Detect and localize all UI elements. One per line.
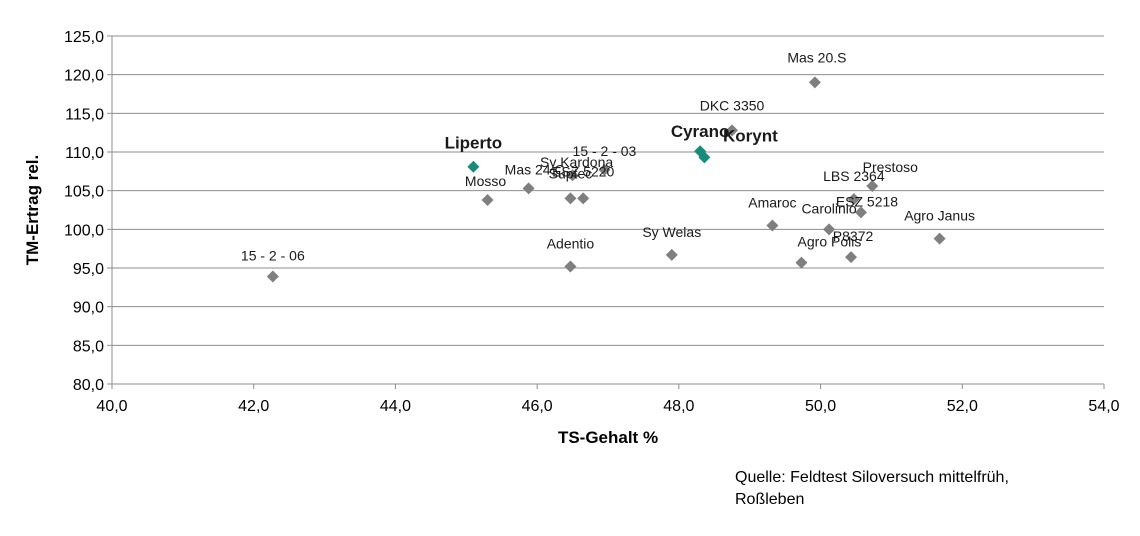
data-label: Amaroc	[748, 194, 796, 210]
data-point	[577, 192, 590, 205]
data-point	[766, 219, 779, 232]
axes	[107, 35, 1105, 389]
x-axis-title: TS-Gehalt %	[558, 428, 658, 447]
data-label: 15 - 2 - 06	[241, 248, 305, 264]
x-tick-label: 40,0	[96, 398, 127, 415]
data-point	[933, 232, 946, 245]
data-point	[854, 206, 867, 219]
x-tick-label: 50,0	[805, 398, 836, 415]
y-tick-label: 115,0	[65, 106, 104, 123]
data-point	[823, 223, 836, 236]
x-tick-label: 44,0	[380, 398, 411, 415]
data-point	[866, 180, 879, 193]
y-tick-label: 125,0	[64, 29, 104, 46]
data-label: Sy Welas	[642, 224, 701, 240]
data-points	[266, 76, 946, 283]
data-label: 15 - 2 - 03	[573, 143, 637, 159]
data-point	[845, 251, 858, 264]
y-tick-label: 85,0	[73, 338, 104, 355]
data-label: ESZ 5220	[552, 163, 614, 179]
x-tick-label: 52,0	[947, 398, 978, 415]
data-label: LBS 2364	[823, 168, 885, 184]
data-point	[266, 270, 279, 283]
data-label: Mas 20.S	[787, 49, 846, 65]
data-label: Korynt	[723, 126, 778, 145]
y-tick-label: 110,0	[65, 145, 104, 162]
data-point	[795, 256, 808, 269]
data-point	[598, 163, 611, 176]
x-tick-label: 48,0	[663, 398, 694, 415]
data-label: Mas 24.C	[505, 161, 565, 177]
data-point	[564, 192, 577, 205]
data-point	[808, 76, 821, 89]
data-label: Cyrano	[671, 122, 730, 141]
y-tick-labels: 80,0 85,0 90,0 95,0 100,0 105,0 110,0 115,0 120,…	[64, 29, 104, 394]
data-label: Agro Polis	[798, 234, 862, 250]
source-note: Quelle: Feldtest Siloversuch mittelfrüh,…	[735, 467, 1115, 511]
data-label: P8372	[833, 228, 874, 244]
gridlines	[112, 35, 1104, 346]
data-point	[698, 151, 711, 164]
data-label: Prestoso	[863, 159, 918, 175]
x-tick-labels: 40,0 42,0 44,0 46,0 48,0 50,0 52,0 54,0	[96, 398, 1119, 415]
y-tick-label: 100,0	[64, 222, 104, 239]
data-label: Adentio	[547, 235, 595, 251]
data-label: Agro Janus	[904, 208, 975, 224]
data-label: ESZ 5218	[836, 193, 898, 209]
y-tick-label: 95,0	[73, 261, 104, 278]
data-label: Liperto	[445, 134, 503, 153]
y-axis-title: TM-Ertrag rel.	[23, 155, 42, 266]
x-tick-label: 46,0	[522, 398, 553, 415]
data-point	[847, 193, 860, 206]
source-line-1: Quelle: Feldtest Siloversuch mittelfrüh,	[735, 469, 1009, 486]
data-label: Sy Kardona	[540, 154, 613, 170]
data-label: Mosso	[465, 173, 506, 189]
y-tick-label: 90,0	[73, 300, 104, 317]
scatter-chart: 80,0 85,0 90,0 95,0 100,0 105,0 110,0 115,0 120,…	[23, 29, 1120, 447]
data-point	[665, 248, 678, 261]
data-label: Suptec	[549, 165, 593, 181]
data-point	[522, 182, 535, 195]
data-label: Carolinio	[801, 200, 856, 216]
y-tick-label: 80,0	[73, 377, 104, 394]
data-point	[726, 124, 738, 137]
data-point	[566, 169, 579, 182]
data-point	[467, 160, 480, 173]
y-tick-label: 120,0	[64, 68, 104, 85]
y-tick-label: 105,0	[64, 184, 104, 201]
data-label: DKC 3350	[700, 97, 765, 113]
x-tick-label: 54,0	[1088, 398, 1119, 415]
data-point	[481, 193, 494, 206]
data-point	[564, 260, 577, 273]
source-line-2: Roßleben	[735, 491, 805, 508]
x-tick-label: 42,0	[238, 398, 269, 415]
